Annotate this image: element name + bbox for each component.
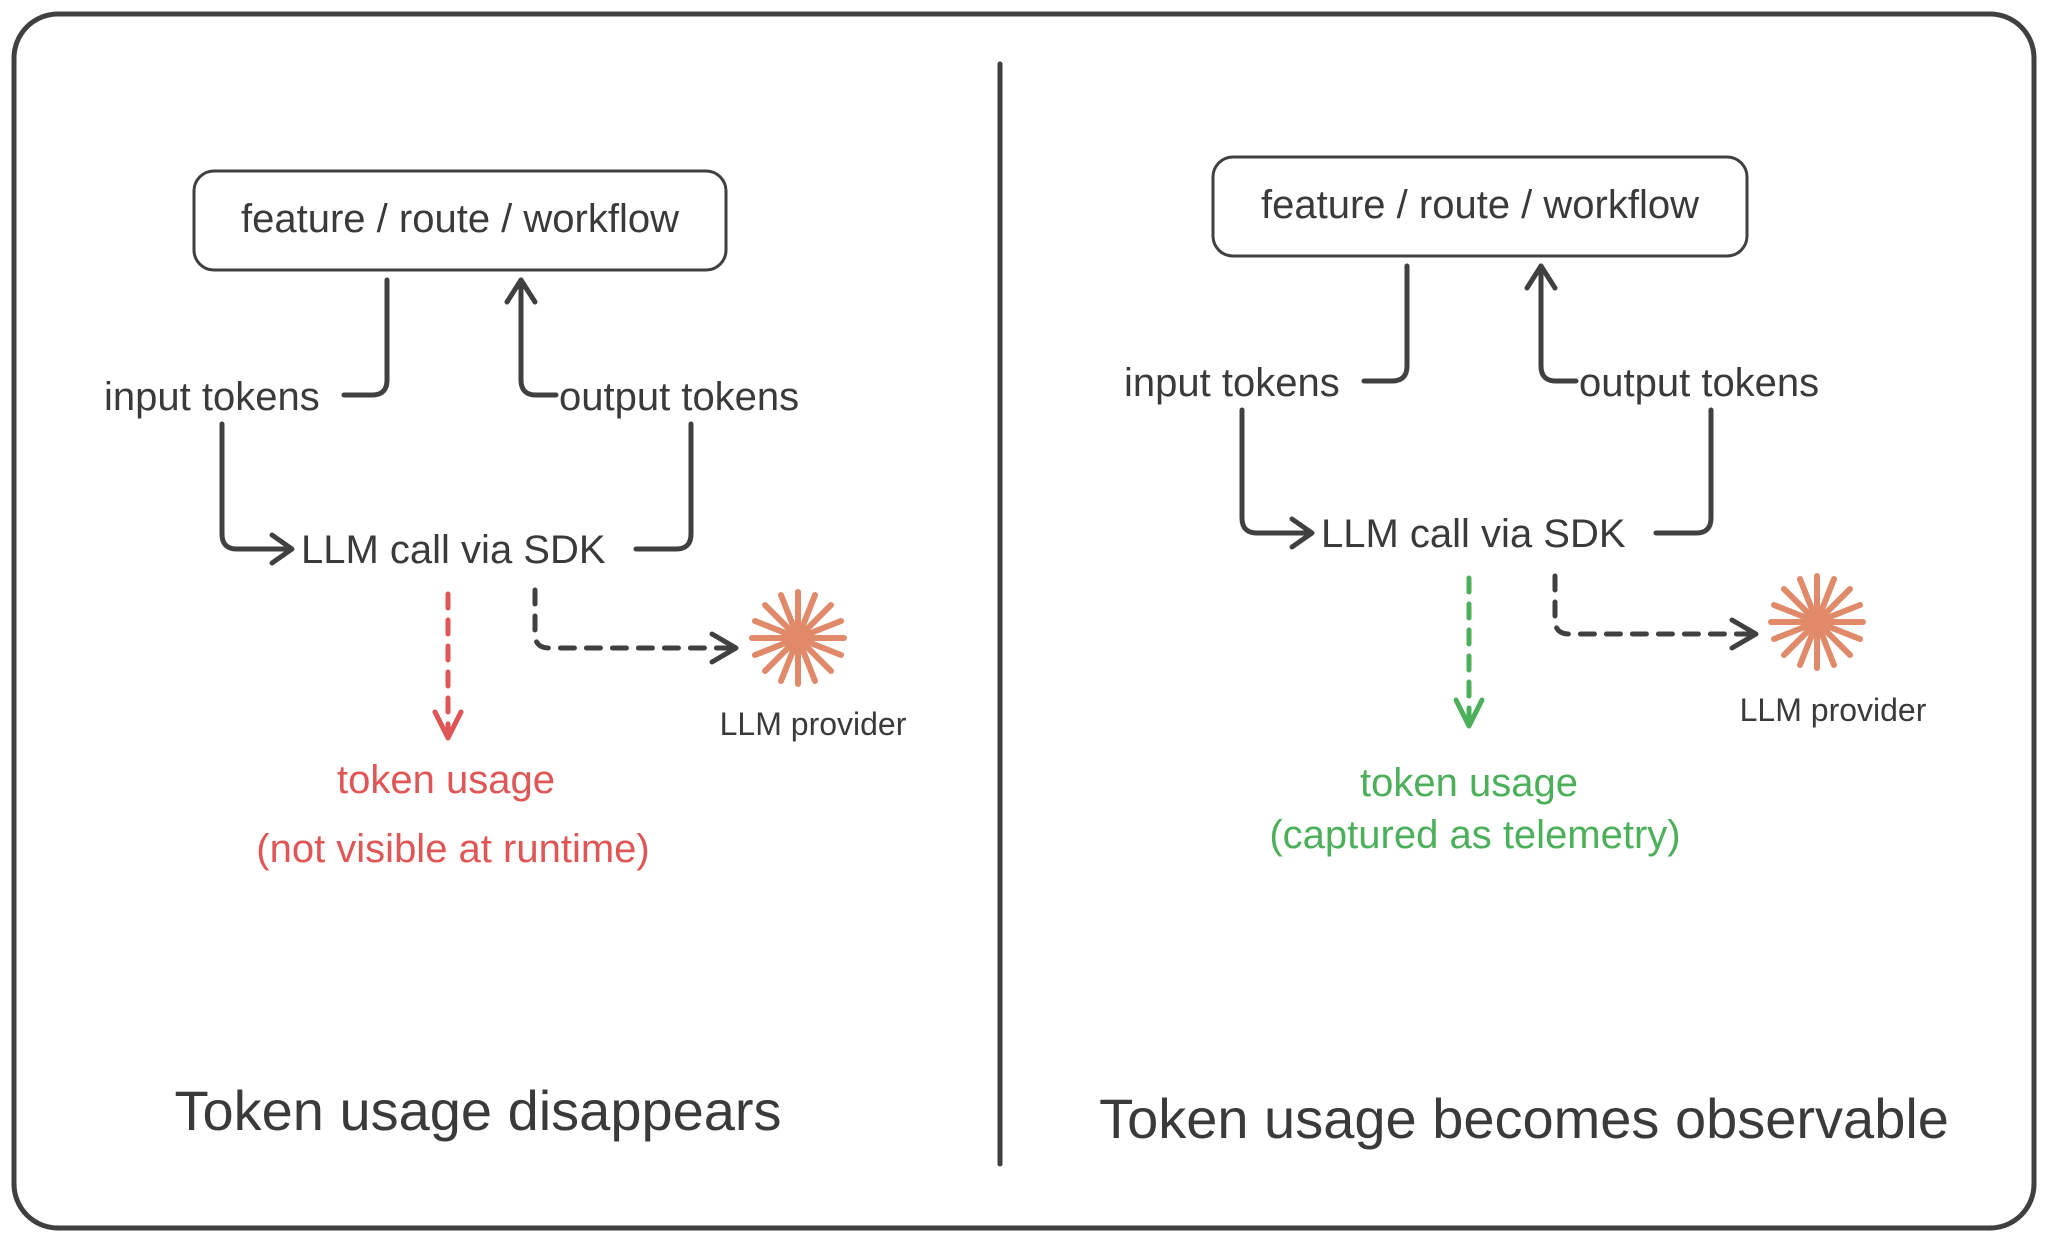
llm-provider-label: LLM provider	[720, 706, 907, 742]
panel-caption: Token usage disappears	[174, 1079, 781, 1142]
provider-arrow	[532, 587, 735, 651]
output-arrowhead	[1524, 263, 1558, 291]
feature-route-workflow-box	[1211, 155, 1749, 258]
provider-arrowhead	[709, 631, 739, 665]
token-usage-note: (not visible at runtime)	[256, 827, 649, 871]
llm-provider-label: LLM provider	[1740, 692, 1927, 728]
output-tokens-connector-bottom	[633, 421, 694, 552]
output-tokens-label: output tokens	[559, 375, 799, 419]
input-tokens-label: input tokens	[1124, 361, 1340, 405]
llm-provider-burst-icon	[749, 589, 847, 687]
panel-caption: Token usage becomes observable	[1099, 1087, 1949, 1150]
llm-call-label: LLM call via SDK	[1321, 512, 1626, 556]
input-arrowhead	[1289, 516, 1315, 550]
right-panel: feature / route / workflow input tokens …	[1099, 155, 1949, 1150]
token-usage-note: (captured as telemetry)	[1269, 813, 1680, 857]
llm-call-label: LLM call via SDK	[301, 528, 606, 572]
output-tokens-connector-bottom	[1653, 407, 1714, 536]
input-tokens-connector-top	[341, 277, 390, 398]
token-usage-arrowhead	[432, 709, 464, 741]
left-panel: feature / route / workflow input tokens …	[104, 169, 907, 1142]
llm-provider-burst-icon	[1768, 573, 1866, 671]
input-tokens-connector-bottom	[1239, 407, 1313, 536]
feature-route-workflow-label: feature / route / workflow	[241, 197, 679, 241]
provider-arrowhead	[1729, 617, 1759, 651]
token-usage-label: token usage	[337, 758, 555, 802]
token-usage-label: token usage	[1360, 761, 1578, 805]
input-arrowhead	[269, 532, 295, 566]
output-tokens-label: output tokens	[1579, 361, 1819, 405]
feature-route-workflow-box	[192, 169, 728, 272]
token-usage-arrowhead	[1453, 697, 1485, 729]
input-tokens-label: input tokens	[104, 375, 320, 419]
output-tokens-connector-top	[1538, 263, 1579, 384]
input-tokens-connector-bottom	[219, 421, 293, 552]
provider-arrow	[1552, 573, 1755, 637]
feature-route-workflow-label: feature / route / workflow	[1261, 183, 1699, 227]
input-tokens-connector-top	[1361, 263, 1410, 384]
output-arrowhead	[504, 277, 538, 305]
output-tokens-connector-top	[518, 277, 559, 398]
